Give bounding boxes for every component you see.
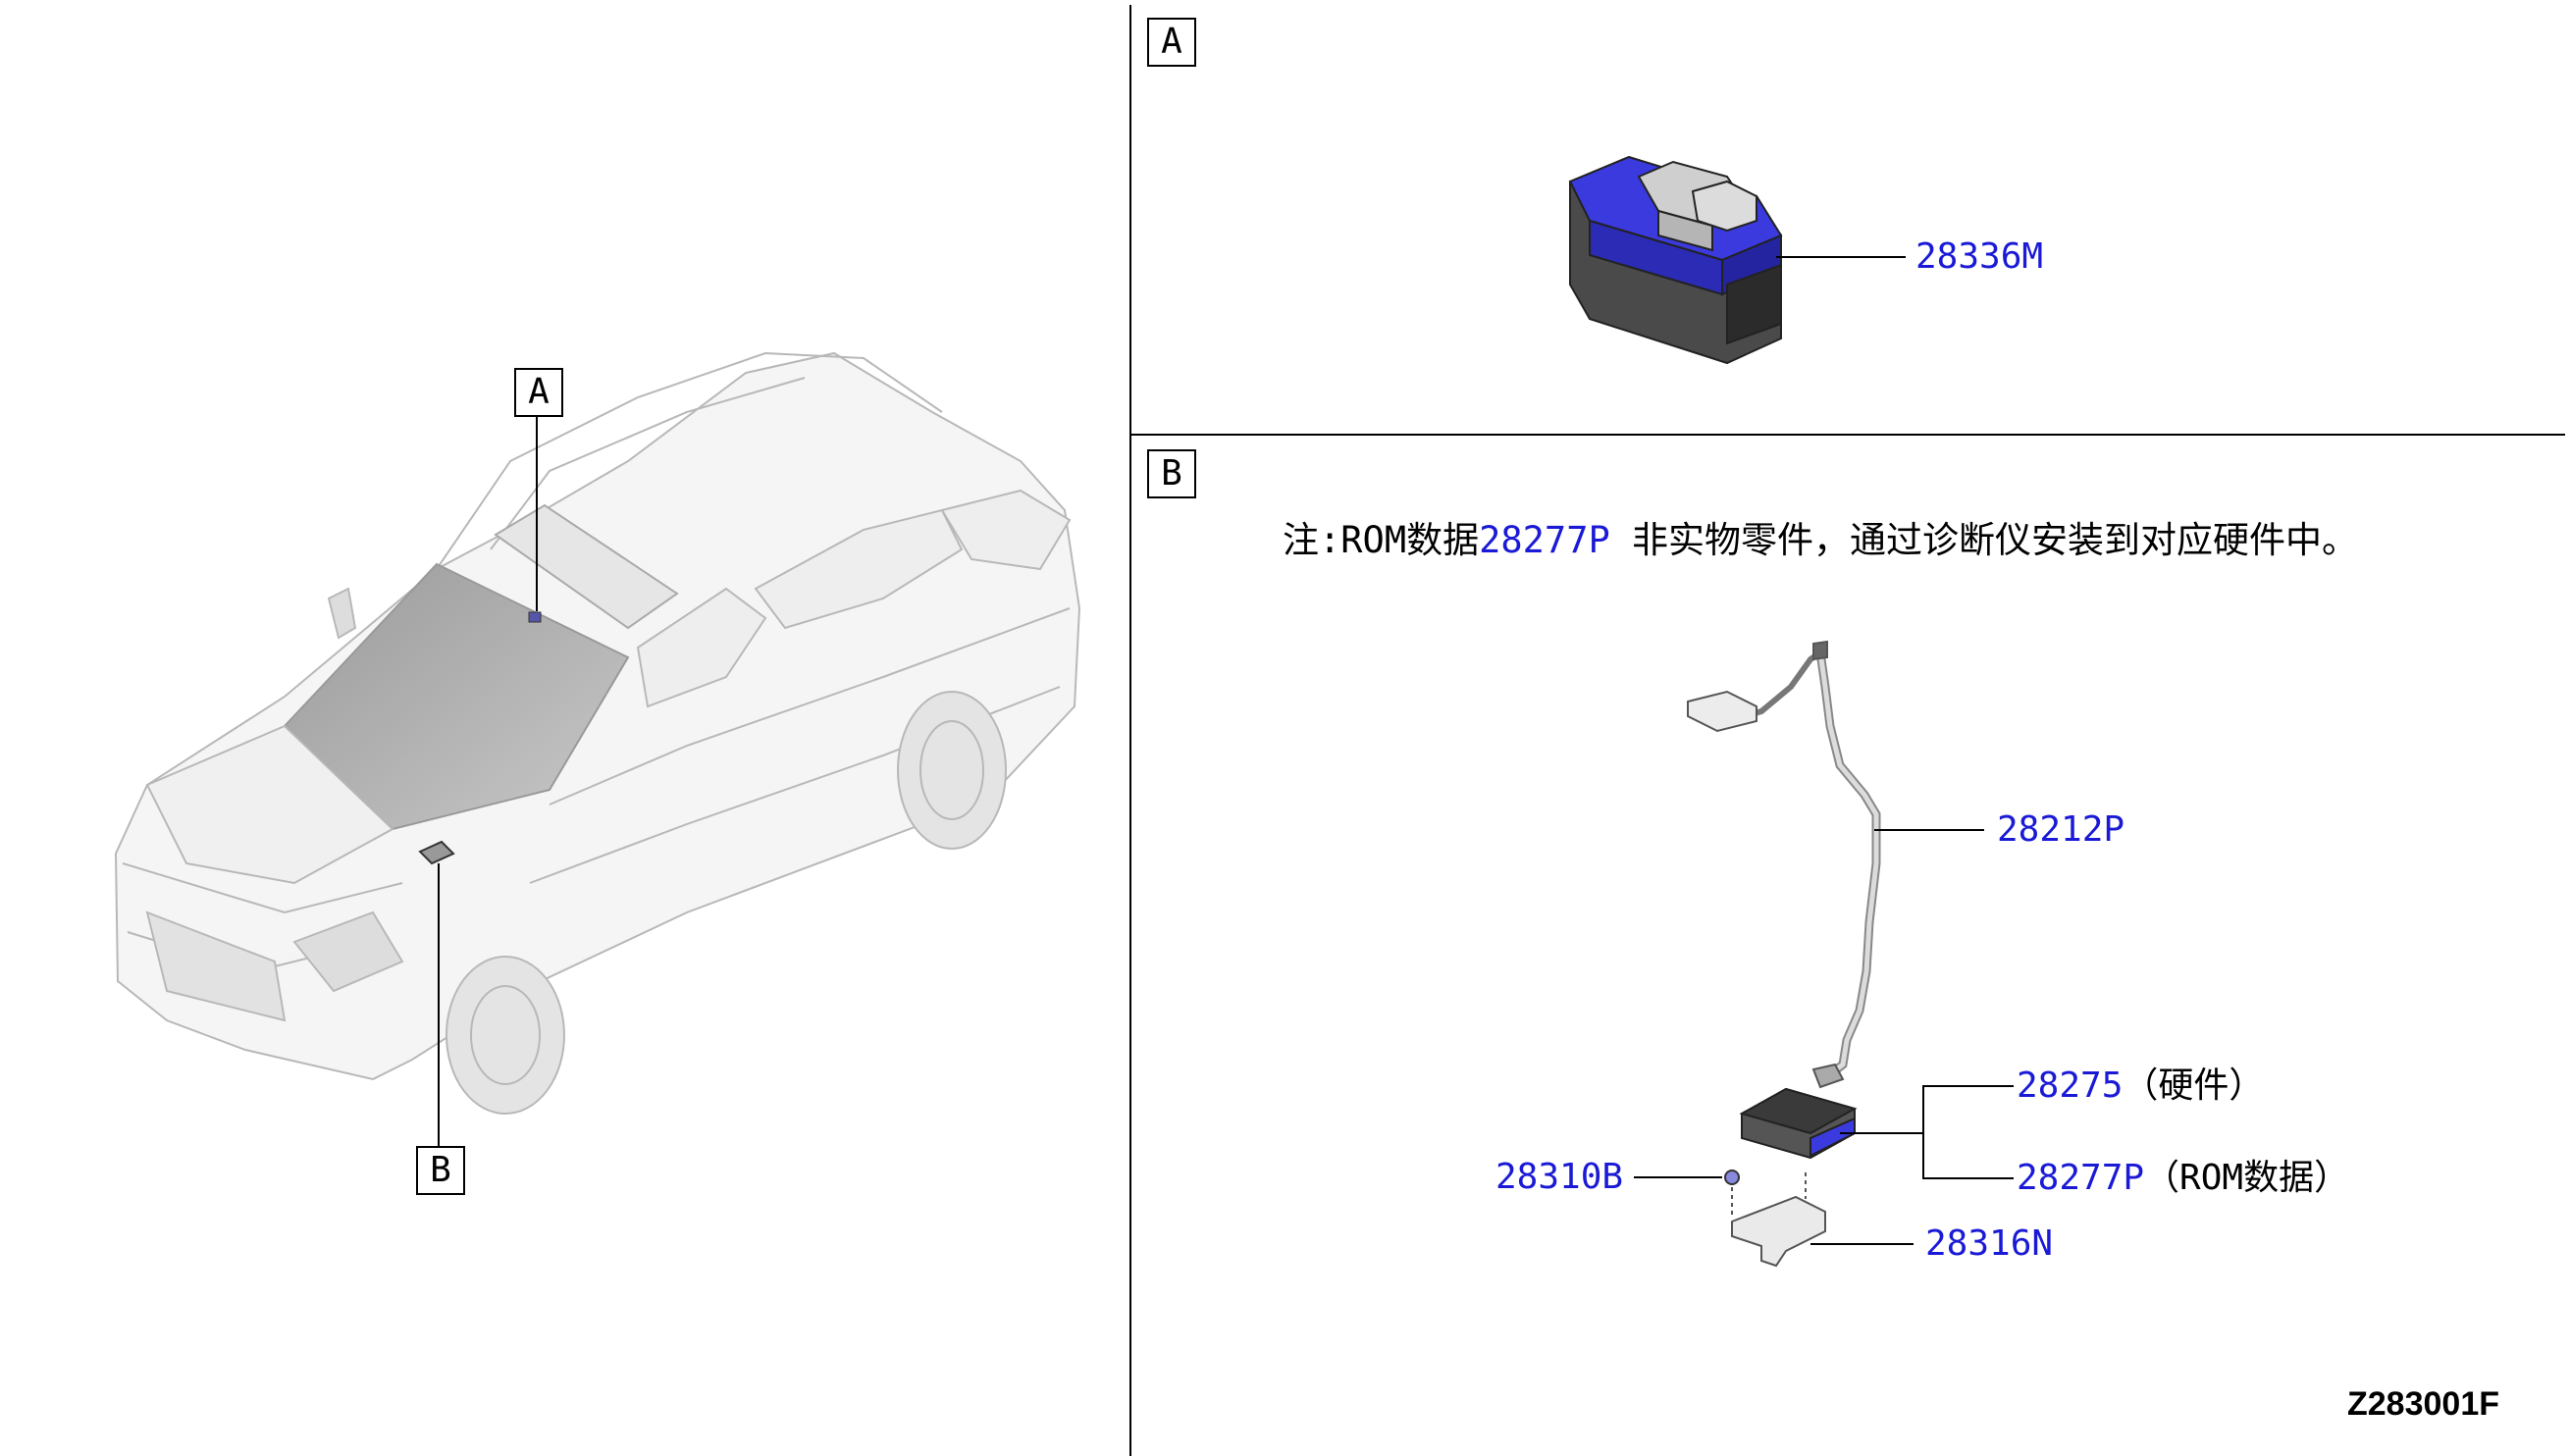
section-b-marker-label: B [1161,453,1182,494]
horizontal-divider [1131,434,2565,436]
part-label-28316n: 28316N [1925,1226,2053,1262]
part-label-28275: 28275（硬件） [2017,1068,2264,1104]
callout-a-label: A [528,372,550,412]
note-prefix: 注:ROM数据 [1283,519,1480,561]
part-label-28277p: 28277P（ROM数据） [2017,1161,2349,1196]
part-label-28310b: 28310B [1495,1160,1623,1195]
section-a-marker-label: A [1161,22,1182,62]
note-suffix: 非实物零件，通过诊断仪安装到对应硬件中。 [1609,519,2359,561]
part-number: 28310B [1495,1157,1624,1197]
drawing-code: Z283001F [2347,1385,2499,1423]
part-number: 28275 [2017,1066,2124,1106]
part-number: 28277P [2017,1158,2145,1198]
part-suffix: （ROM数据） [2144,1158,2350,1198]
section-b-marker: B [1147,449,1196,498]
part-number: 28336M [1915,236,2044,277]
part-label-28336m: 28336M [1915,239,2043,275]
callout-b: B [416,1146,465,1195]
part-number: 28212P [1997,809,2125,850]
note-part-number: 28277P [1479,519,1610,561]
vehicle-illustration [114,351,1081,1146]
part-number: 28316N [1925,1223,2054,1264]
rom-data-note: 注:ROM数据28277P 非实物零件，通过诊断仪安装到对应硬件中。 [1283,522,2358,558]
part-suffix: （硬件） [2123,1066,2265,1106]
callout-b-label: B [430,1150,451,1190]
section-a-marker: A [1147,18,1196,67]
part-label-28212p: 28212P [1997,812,2124,848]
callout-a: A [514,368,563,417]
vertical-divider [1129,5,1131,1456]
